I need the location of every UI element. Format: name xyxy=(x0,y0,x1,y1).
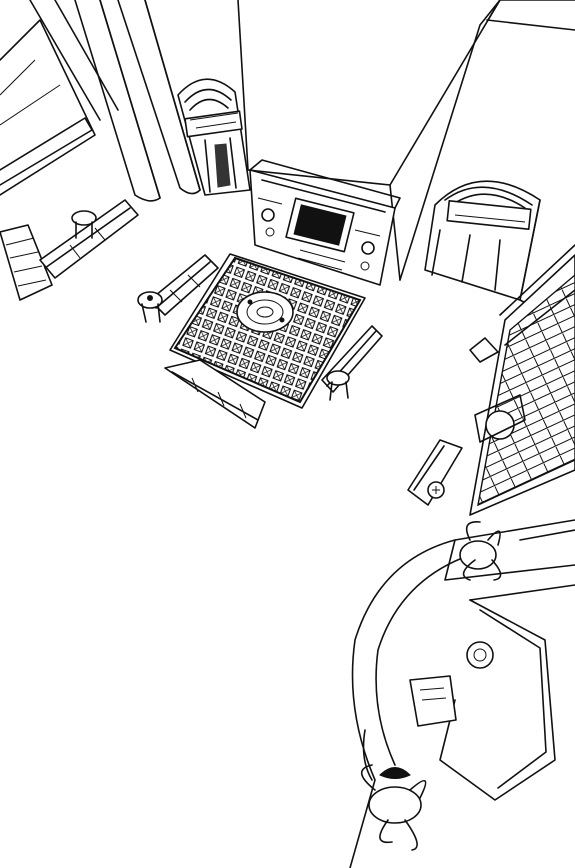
left-window-railing xyxy=(0,0,118,195)
back-wall xyxy=(248,0,575,280)
right-sofa xyxy=(322,326,382,400)
potted-plant-lower xyxy=(362,730,426,850)
sofa-left-of-rug xyxy=(138,255,218,322)
right-arched-doorway xyxy=(425,181,575,330)
round-coffee-table xyxy=(237,292,293,332)
right-side-furniture xyxy=(408,338,498,505)
potted-plant-upper xyxy=(460,522,501,580)
back-left-sofa xyxy=(40,200,138,278)
corner-cabinet xyxy=(0,225,52,300)
front-sofa xyxy=(165,360,265,428)
tv-entertainment-unit xyxy=(250,160,400,285)
left-arched-doorway xyxy=(178,79,250,195)
columns xyxy=(75,0,248,201)
right-bookshelf-window xyxy=(470,245,575,515)
